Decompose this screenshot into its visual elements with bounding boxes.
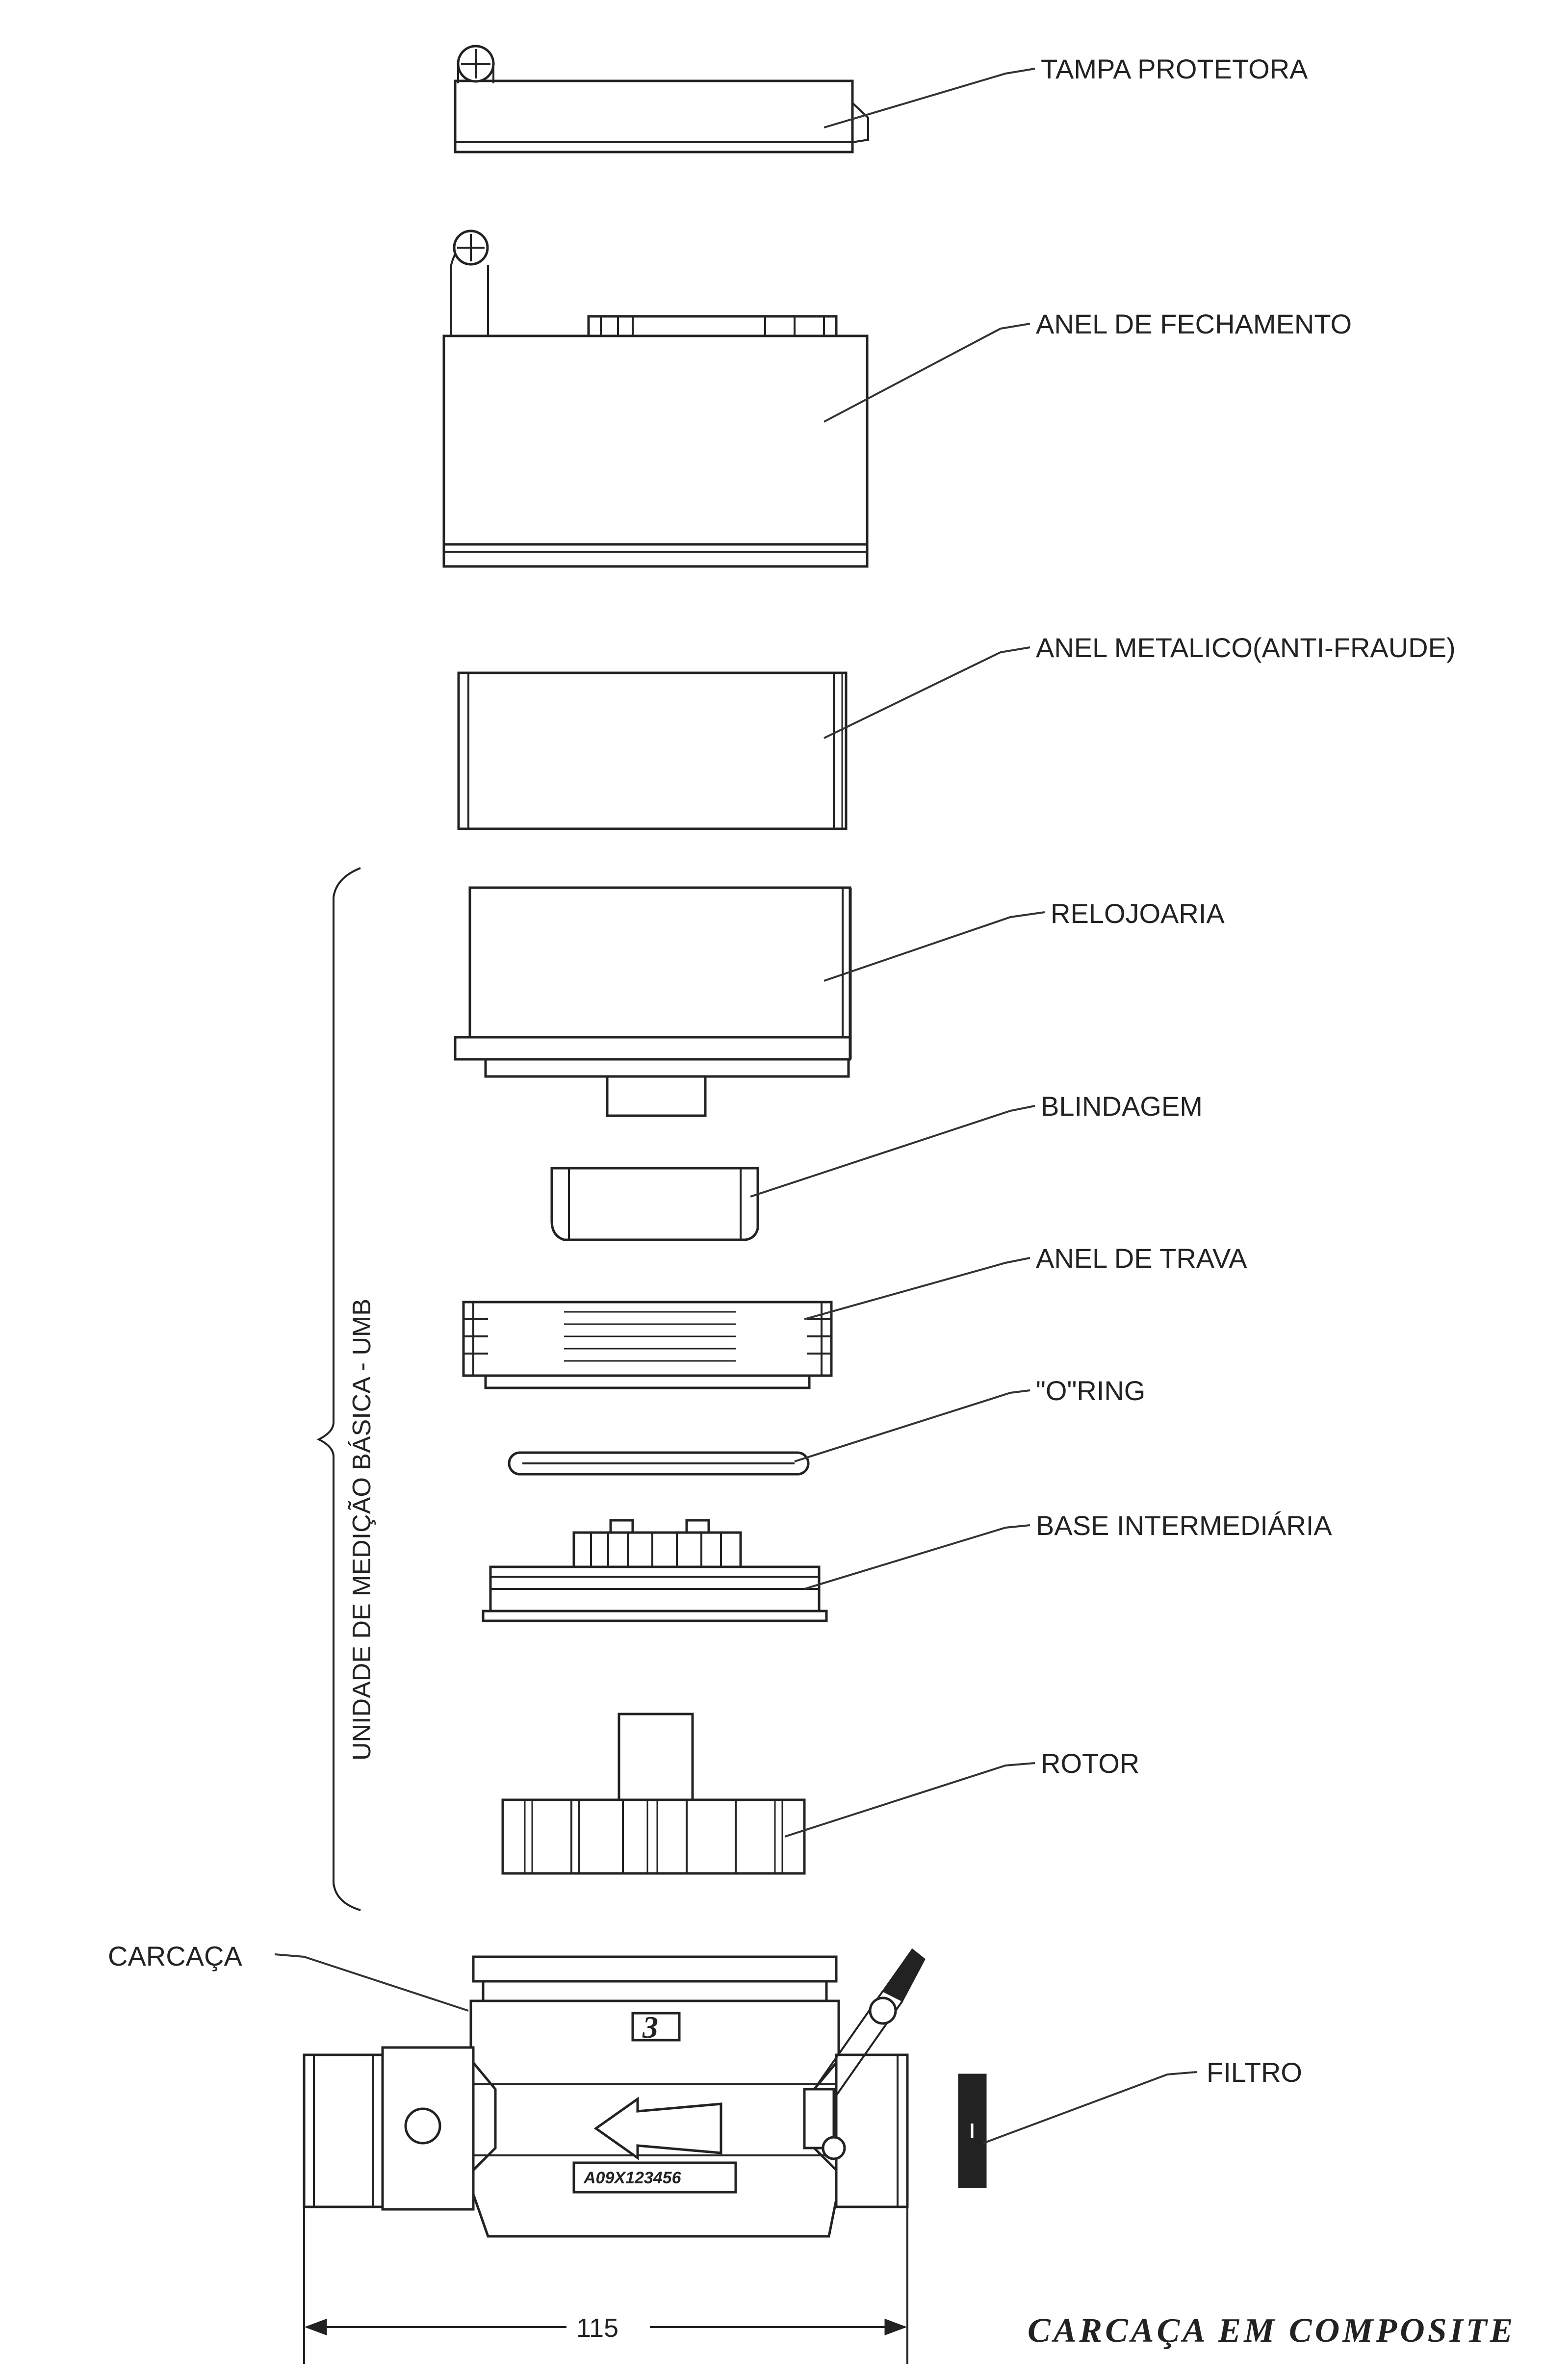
- caption: CARCAÇA EM COMPOSITE: [1028, 2312, 1516, 2350]
- carcaca-body-number: 3: [642, 2010, 658, 2045]
- label-anel-metalico: ANEL METALICO(ANTI-FRAUDE): [1036, 632, 1456, 663]
- oring-part: [508, 1451, 810, 1476]
- base-intermediaria-part: [482, 1519, 828, 1622]
- anel-de-fechamento-part: [442, 230, 869, 568]
- relojoaria-part: [454, 886, 852, 1117]
- label-anel-de-trava: ANEL DE TRAVA: [1036, 1243, 1247, 1274]
- label-base-intermediaria: BASE INTERMEDIÁRIA: [1036, 1510, 1332, 1541]
- label-filtro: FILTRO: [1207, 2057, 1302, 2088]
- label-relojoaria: RELOJOARIA: [1051, 898, 1225, 929]
- dimension-line: [303, 2207, 908, 2364]
- label-anel-de-fechamento: ANEL DE FECHAMENTO: [1036, 308, 1352, 339]
- umb-side-label: UNIDADE DE MEDIÇÃO BÁSICA - UMB: [348, 1299, 376, 1761]
- carcaca-serial: A09X123456: [583, 2169, 682, 2187]
- anel-fechamento-leader: [823, 323, 1030, 423]
- carcaca-leader: [274, 1953, 469, 2012]
- anel-metalico-part: [457, 671, 848, 830]
- anel-trava-leader: [804, 1257, 1030, 1320]
- label-rotor: ROTOR: [1041, 1748, 1139, 1779]
- carcaca-part: [303, 1948, 987, 2238]
- blindagem-part: [550, 1167, 759, 1241]
- label-tampa-protetora: TAMPA PROTETORA: [1041, 53, 1308, 84]
- dimension-value: 115: [576, 2313, 618, 2343]
- tampa-leader: [823, 68, 1035, 128]
- blindagem-leader: [750, 1105, 1035, 1198]
- relojoaria-leader: [823, 911, 1045, 982]
- oring-leader: [794, 1389, 1030, 1462]
- label-blindagem: BLINDAGEM: [1041, 1091, 1203, 1122]
- rotor-part: [501, 1713, 806, 1875]
- tampa-protetora-part: [454, 45, 869, 154]
- umb-bracket: [316, 867, 361, 1911]
- anel-de-trava-part: [462, 1301, 833, 1389]
- filtro-leader: [983, 2071, 1197, 2144]
- anel-metalico-leader: [823, 646, 1030, 739]
- rotor-leader: [784, 1762, 1035, 1838]
- label-oring: "O"RING: [1036, 1375, 1145, 1406]
- base-leader: [804, 1524, 1030, 1590]
- label-carcaca: CARCAÇA: [108, 1941, 242, 1971]
